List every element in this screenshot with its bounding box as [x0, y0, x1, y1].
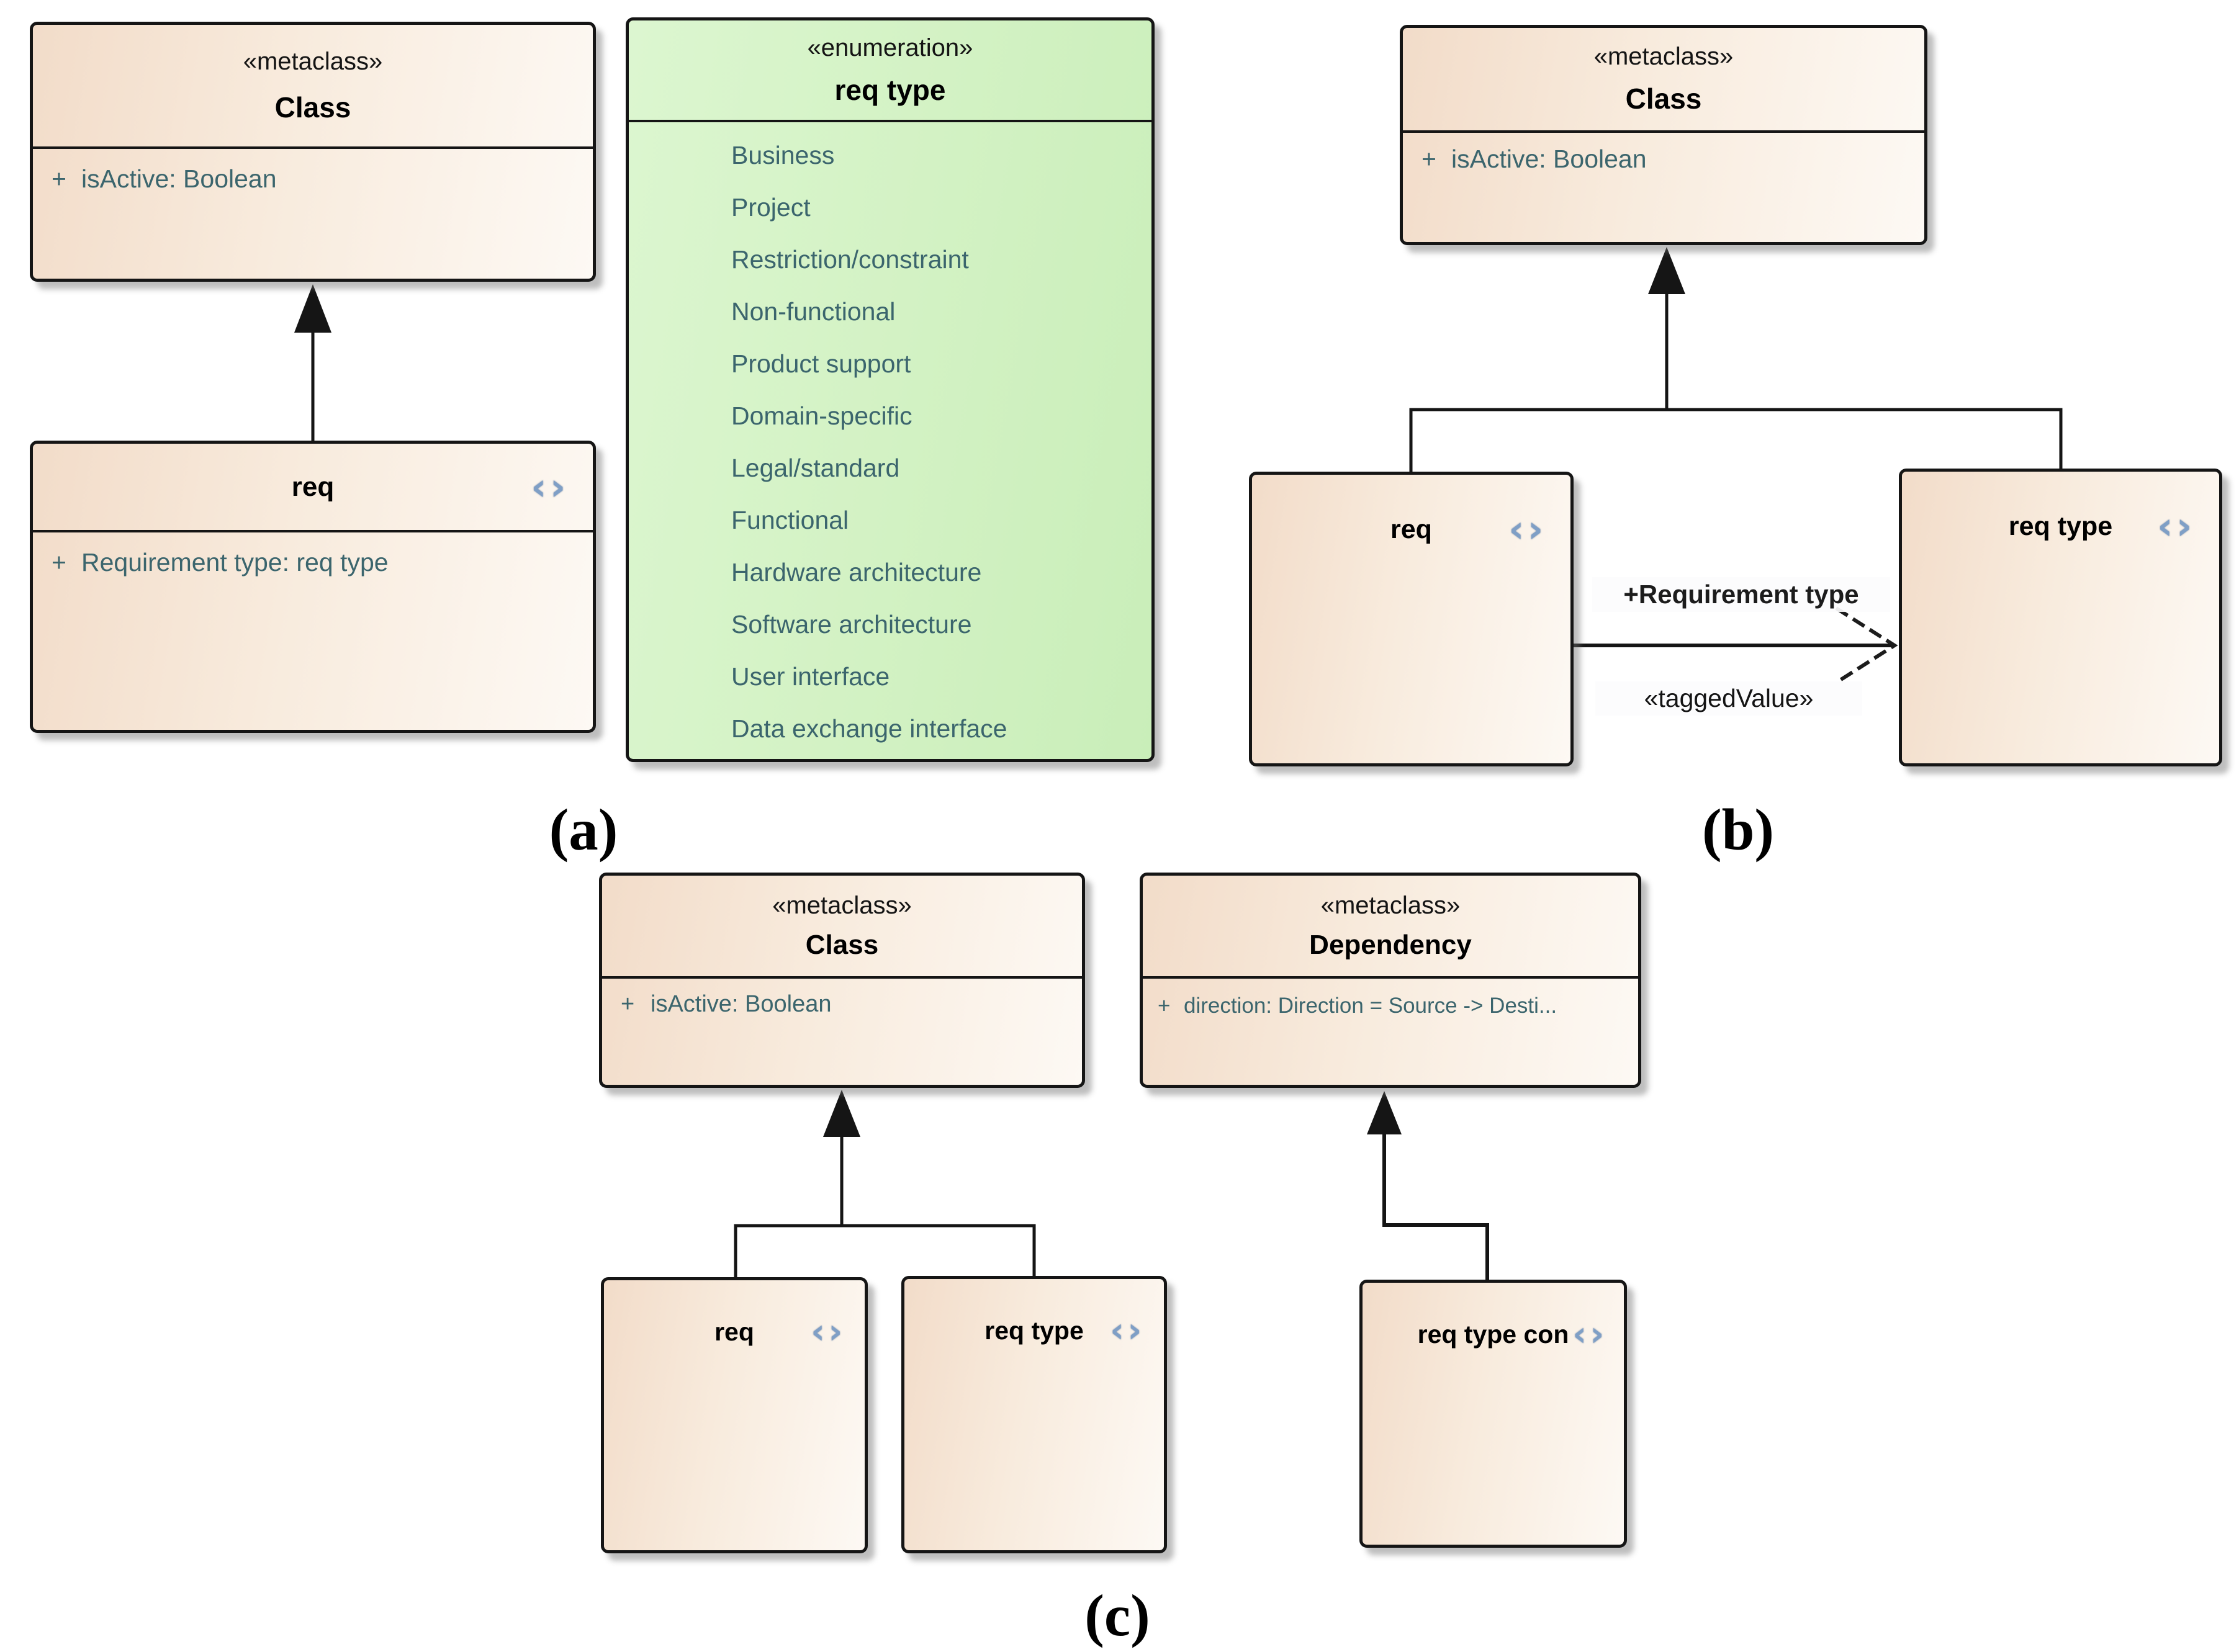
req-type-con-title-row-c: req type con ‹› [1363, 1311, 1624, 1358]
stereotype-label: «metaclass» [1593, 43, 1734, 70]
visibility-plus: + [52, 164, 66, 193]
association-arrow-b [1574, 606, 1898, 685]
class-header-b: «metaclass» Class [1403, 28, 1924, 133]
enumeration-literal: User interface [731, 662, 890, 691]
generalization-arrow-a [294, 284, 331, 441]
metaclass-class-node-a: «metaclass» Class + isActive: Boolean [30, 22, 596, 282]
enumeration-literal: Restriction/constraint [731, 245, 969, 274]
stereotype-req-node-a: req ‹› + Requirement type: req type [30, 441, 596, 733]
metaclass-class-node-c: «metaclass» Class + isActive: Boolean [599, 873, 1085, 1088]
stereotype-label: «metaclass» [243, 47, 383, 75]
stereotype-name: req [714, 1317, 754, 1346]
stereotype-label: «metaclass» [772, 891, 912, 919]
class-name: Class [1625, 83, 1702, 115]
req-type-title-row-b: req type ‹› [1902, 501, 2219, 551]
stereotype-name: req [291, 471, 335, 502]
stereotype-badge-icon: ‹› [531, 465, 569, 509]
req-type-title-row-c: req type ‹› [904, 1307, 1164, 1354]
enumeration-literal: Domain-specific [731, 402, 912, 430]
visibility-plus: + [1158, 994, 1171, 1018]
stereotype-req-node-c: req ‹› [601, 1277, 868, 1553]
dependency-header-c: «metaclass» Dependency [1143, 876, 1638, 979]
stereotype-badge-icon: ‹› [1110, 1311, 1145, 1350]
attribute-row: + isActive: Boolean [602, 991, 1082, 1018]
enumeration-req-type-node: «enumeration» req type Business Project … [626, 17, 1155, 762]
attribute-row: + isActive: Boolean [33, 164, 593, 194]
enumeration-header: «enumeration» req type [629, 20, 1151, 122]
enumeration-literal: Business [731, 141, 835, 169]
class-header-c: «metaclass» Class [602, 876, 1082, 979]
enumeration-literal: Software architecture [731, 610, 972, 639]
generalization-arrow-c [734, 1090, 1036, 1277]
generalization-arrow-b [1409, 247, 2063, 472]
enumeration-literal-list: Business Project Restriction/constraint … [731, 129, 1139, 755]
attribute-row: + Requirement type: req type [33, 548, 593, 577]
attribute-text: isActive: Boolean [651, 991, 832, 1017]
enumeration-literal: Legal/standard [731, 454, 900, 482]
req-title-row-c: req ‹› [604, 1308, 865, 1355]
class-name: Class [805, 929, 879, 960]
stereotype-req-type-node-c: req type ‹› [901, 1276, 1167, 1553]
req-title-row-a: req ‹› [33, 444, 593, 532]
stereotype-badge-icon: ‹› [1508, 508, 1547, 551]
stereotype-badge-icon: ‹› [811, 1312, 846, 1351]
stereotype-badge-icon: ‹› [1572, 1314, 1608, 1353]
attribute-text: Requirement type: req type [81, 548, 389, 577]
association-role-label: +Requirement type [1592, 577, 1890, 612]
attribute-text: direction: Direction = Source -> Desti..… [1184, 994, 1557, 1018]
enumeration-literal: Functional [731, 506, 849, 534]
stereotype-req-type-node-b: req type ‹› [1899, 469, 2222, 766]
req-title-row-b: req ‹› [1252, 505, 1570, 554]
visibility-plus: + [52, 548, 66, 577]
metaclass-dependency-node-c: «metaclass» Dependency + direction: Dire… [1140, 873, 1641, 1088]
stereotype-name: req type [2008, 511, 2113, 541]
association-stereotype-label: «taggedValue» [1595, 681, 1862, 716]
attribute-text: isActive: Boolean [1451, 145, 1647, 173]
enumeration-literal: Hardware architecture [731, 558, 982, 586]
class-name: Dependency [1309, 929, 1472, 960]
stereotype-label: «metaclass» [1320, 891, 1461, 919]
stereotype-badge-icon: ‹› [2157, 505, 2196, 548]
stereotype-req-type-con-node-c: req type con ‹› [1359, 1280, 1627, 1548]
stereotype-name: req type con [1417, 1319, 1569, 1349]
enumeration-literal: Data exchange interface [731, 714, 1007, 743]
enumeration-name: req type [834, 73, 946, 106]
visibility-plus: + [1421, 145, 1436, 173]
generalization-arrow-dependency-c [1367, 1091, 1489, 1280]
stereotype-label: «enumeration» [807, 34, 973, 61]
metaclass-class-node-b: «metaclass» Class + isActive: Boolean [1400, 25, 1927, 245]
caption-c: (c) [1084, 1582, 1150, 1648]
class-name: Class [274, 91, 351, 123]
caption-a: (a) [549, 797, 618, 863]
attribute-row: + direction: Direction = Source -> Desti… [1143, 994, 1638, 1018]
class-header-a: «metaclass» Class [33, 25, 593, 149]
enumeration-literal: Non-functional [731, 297, 896, 326]
enumeration-literal: Project [731, 193, 811, 222]
enumeration-literal: Product support [731, 349, 911, 378]
visibility-plus: + [621, 991, 635, 1017]
stereotype-name: req [1390, 514, 1432, 544]
stereotype-name: req type [984, 1316, 1084, 1345]
stereotype-req-node-b: req ‹› [1249, 472, 1574, 766]
attribute-row: + isActive: Boolean [1403, 145, 1924, 174]
attribute-text: isActive: Boolean [81, 164, 277, 193]
caption-b: (b) [1701, 797, 1775, 863]
